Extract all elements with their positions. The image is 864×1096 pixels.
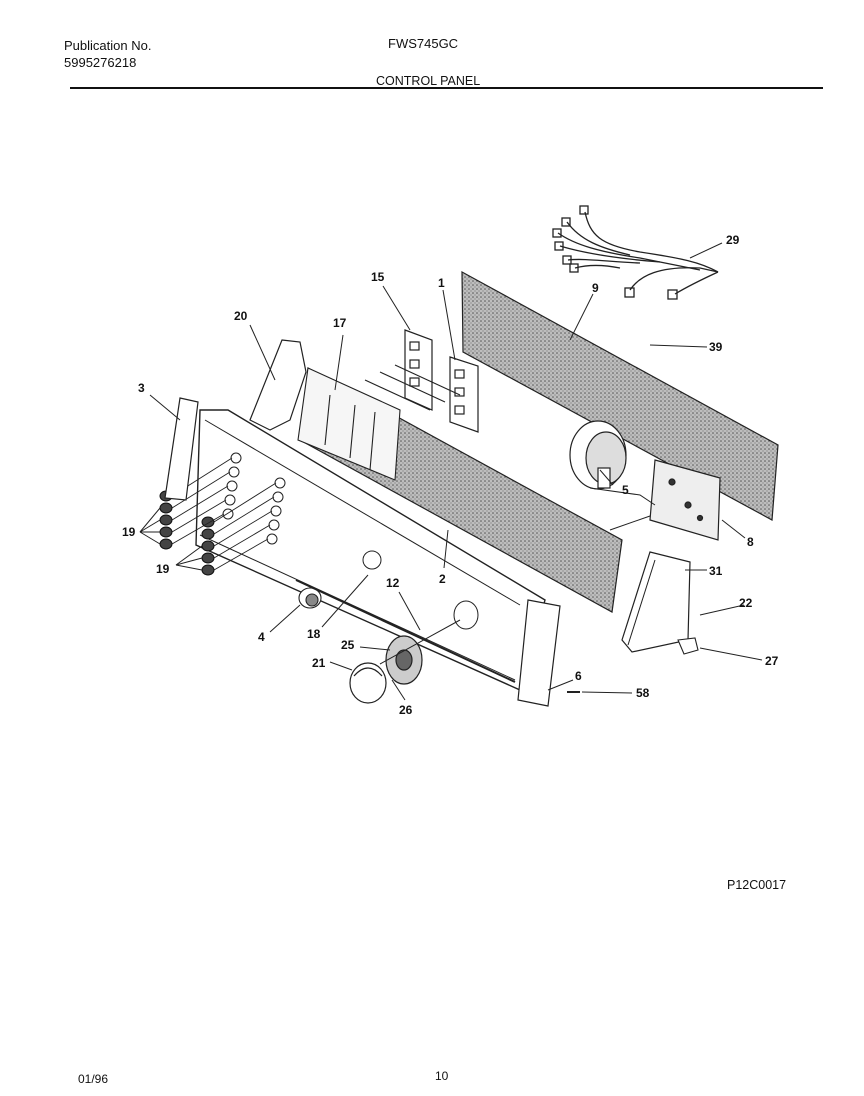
switch-brackets bbox=[404, 329, 479, 433]
model-number: FWS745GC bbox=[388, 36, 459, 51]
callout-1: 1 bbox=[438, 276, 445, 290]
page-number: 10 bbox=[435, 1069, 449, 1083]
callout-8: 8 bbox=[747, 535, 754, 549]
publication-label: Publication No. bbox=[64, 38, 152, 53]
header-rule bbox=[70, 87, 823, 89]
callout-58: 58 bbox=[636, 686, 650, 700]
callout-4: 4 bbox=[258, 630, 265, 644]
left-end-cap bbox=[164, 397, 199, 501]
callout-26: 26 bbox=[399, 703, 413, 717]
control-board bbox=[649, 459, 721, 541]
callout-39: 39 bbox=[709, 340, 723, 354]
section-title: CONTROL PANEL bbox=[376, 74, 481, 88]
callout-25: 25 bbox=[341, 638, 355, 652]
callout-22: 22 bbox=[739, 596, 753, 610]
callout-18: 18 bbox=[307, 627, 321, 641]
back-shield bbox=[461, 270, 779, 521]
callout-19-upper: 19 bbox=[122, 525, 136, 539]
callout-5: 5 bbox=[622, 483, 629, 497]
callout-3: 3 bbox=[138, 381, 145, 395]
right-side-cover bbox=[621, 551, 691, 653]
timer bbox=[569, 420, 627, 490]
publication-number: 5995276218 bbox=[64, 55, 137, 70]
timer-knob bbox=[349, 619, 461, 704]
callout-12: 12 bbox=[386, 576, 400, 590]
small-knob bbox=[298, 587, 322, 609]
trim-strip bbox=[295, 579, 516, 683]
leader-lines bbox=[139, 242, 763, 701]
callout-9: 9 bbox=[592, 281, 599, 295]
wire-harness bbox=[552, 205, 719, 300]
panel-buttons bbox=[222, 452, 479, 630]
callout-29: 29 bbox=[726, 233, 740, 247]
callout-2: 2 bbox=[439, 572, 446, 586]
callout-6: 6 bbox=[575, 669, 582, 683]
callout-labels: 29 9 39 15 1 20 17 3 5 8 19 19 2 31 22 1… bbox=[122, 233, 779, 717]
callout-19-lower: 19 bbox=[156, 562, 170, 576]
left-bracket bbox=[249, 339, 307, 431]
callout-20: 20 bbox=[234, 309, 248, 323]
callout-31: 31 bbox=[709, 564, 723, 578]
callout-27: 27 bbox=[765, 654, 779, 668]
callout-21: 21 bbox=[312, 656, 326, 670]
clip bbox=[677, 637, 699, 655]
right-end-cap bbox=[517, 599, 561, 707]
callout-17: 17 bbox=[333, 316, 347, 330]
footer-date: 01/96 bbox=[78, 1072, 109, 1086]
inner-frame bbox=[297, 364, 461, 481]
drawing-code: P12C0017 bbox=[727, 878, 787, 892]
callout-15: 15 bbox=[371, 270, 385, 284]
